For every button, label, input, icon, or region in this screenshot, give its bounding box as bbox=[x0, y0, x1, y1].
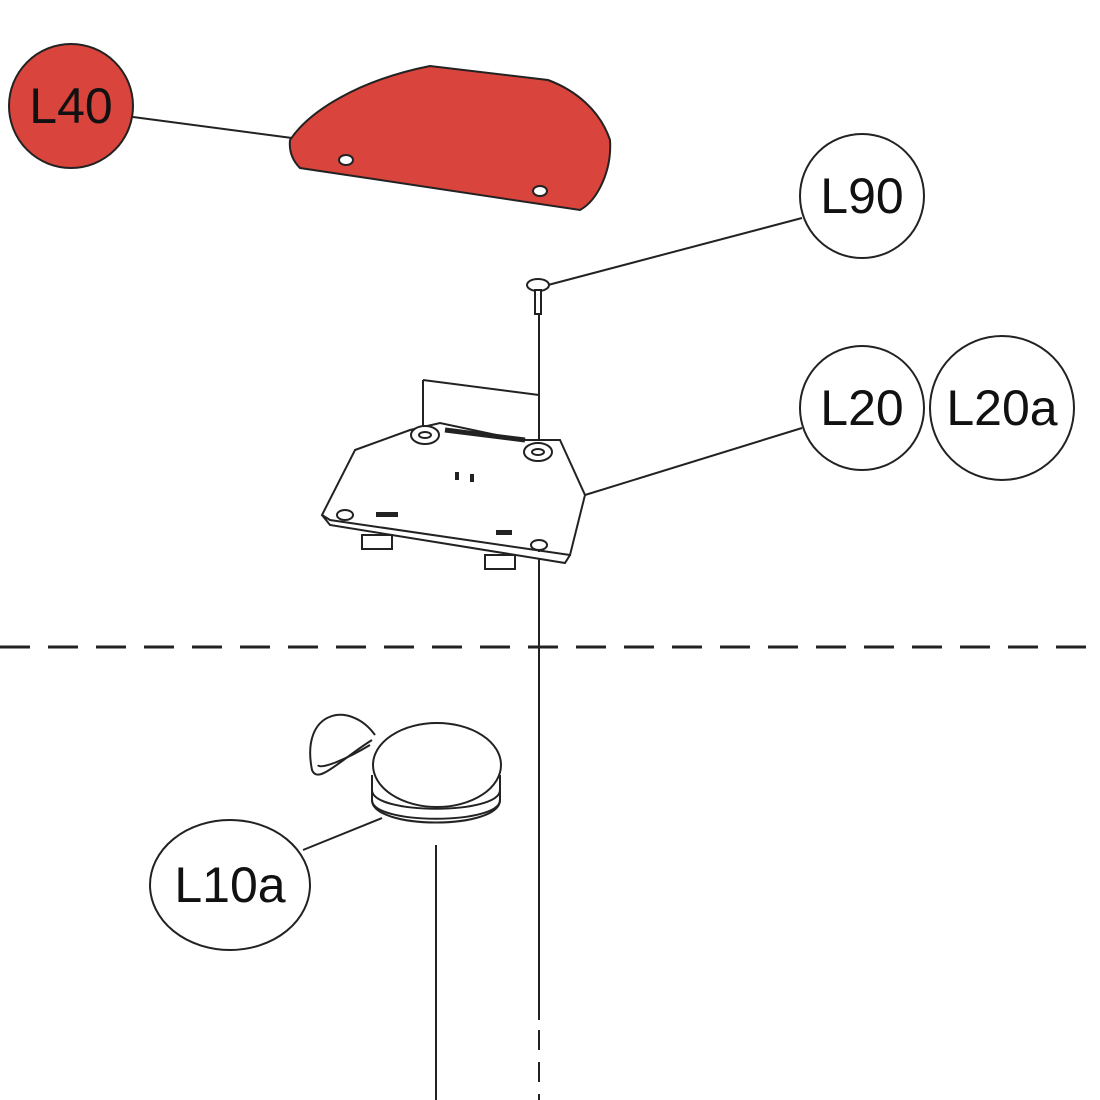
callout-l90-text: L90 bbox=[820, 168, 903, 224]
leader-l40 bbox=[132, 116, 293, 139]
callout-l90: L90 bbox=[799, 133, 925, 259]
board-screw-leader bbox=[422, 379, 540, 430]
cover-hole bbox=[532, 185, 548, 197]
callout-l40: L40 bbox=[8, 43, 134, 169]
cover-hole bbox=[338, 154, 354, 166]
leader-l90 bbox=[547, 217, 803, 286]
callout-l20-text: L20 bbox=[820, 380, 903, 436]
callout-l20a-text: L20a bbox=[946, 380, 1057, 436]
callout-l10a-text: L10a bbox=[174, 857, 285, 913]
leader-l20 bbox=[584, 427, 803, 496]
circuit-board-l20 bbox=[320, 421, 587, 570]
callout-l20: L20 bbox=[799, 345, 925, 471]
callout-l20a: L20a bbox=[929, 335, 1075, 481]
screw-part-l90 bbox=[526, 278, 550, 315]
sensor-part-l10a bbox=[309, 713, 502, 824]
callout-l40-text: L40 bbox=[29, 78, 112, 134]
leader-l10a bbox=[302, 817, 383, 851]
cover-part-l40 bbox=[288, 64, 612, 212]
callout-l10a: L10a bbox=[149, 819, 311, 951]
